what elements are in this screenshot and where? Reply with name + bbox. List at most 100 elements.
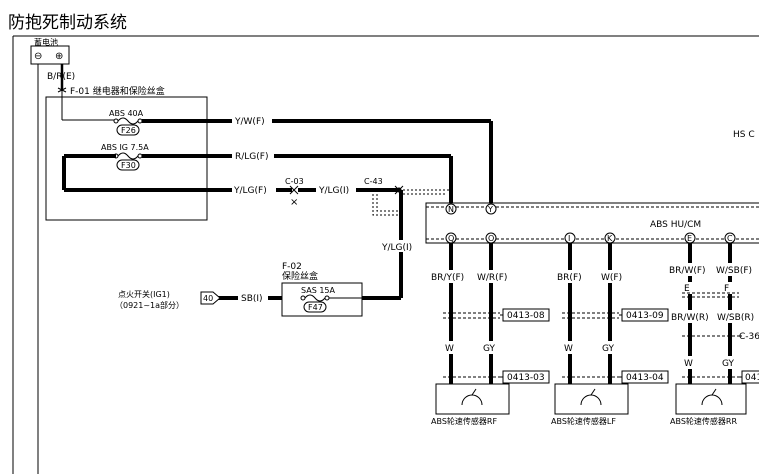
battery-plus-icon: ⊕ [55, 51, 63, 62]
pin-k-label: K [607, 234, 613, 243]
ref-box-0413-09 [621, 308, 669, 322]
wire-label-w: W [564, 344, 573, 354]
ignition-sublabel: （0921~1a部分） [115, 300, 184, 310]
shielded-wire [376, 194, 398, 212]
fuse-terminal [137, 153, 143, 159]
sensor-rf-icon [471, 388, 477, 396]
fusebox1 [45, 96, 208, 221]
wire-label-bg [682, 282, 696, 294]
fuse-f26-icon [117, 117, 139, 125]
wire-label-br-w-r: BR/W(R) [671, 313, 709, 323]
ignition-pin: 40 [203, 294, 213, 303]
wire-label-br-y-f: BR/Y(F) [431, 273, 464, 283]
wire-label-bg [668, 263, 713, 276]
wire-label-w: W [684, 359, 693, 369]
fuse-f30-label: ABS IG 7.5A [101, 143, 149, 152]
fuse-terminal [113, 118, 119, 124]
wire-label-w-r-f: W/R(F) [477, 273, 507, 283]
sensor-rf: ABS轮速传感器RF [431, 383, 510, 426]
fuse-f26-label: ABS 40A [109, 109, 144, 118]
wire-label-w-sb-f: W/SB(F) [716, 266, 752, 276]
shielded-wire [372, 190, 402, 216]
sensor-rr-icon [711, 388, 717, 396]
wire-label-w-f: W(F) [601, 273, 622, 283]
battery-minus-icon: ⊖ [34, 51, 42, 62]
pin-c-label: C [727, 234, 733, 243]
wire-label-r-lg-f: R/LG(F) [235, 152, 268, 162]
pin-y [485, 203, 497, 215]
wire-label-w-sb-r: W/SB(R) [717, 313, 754, 323]
shielding-lines [443, 292, 739, 378]
wire-label-gy: GY [602, 344, 615, 354]
wire-label-bg [232, 184, 276, 196]
page-title: 防抱死制动系统 [8, 13, 127, 33]
wire-label-bg [721, 356, 739, 369]
wire-label-bg [232, 150, 274, 162]
fuse-f30-id: F30 [121, 161, 136, 170]
wire-label-f: F [724, 284, 729, 294]
battery-box [30, 45, 70, 65]
wire-label-bg [238, 292, 268, 304]
wire-label-y-lg-i: Y/LG(I) [318, 186, 349, 196]
wire-label-e: E [684, 284, 690, 294]
fuse-f47-label: SAS 15A [301, 286, 336, 295]
battery-label: 蓄电池 [34, 37, 58, 47]
ref-box-0413-03 [502, 370, 550, 384]
fusebox2-title: 保险丝盒 [282, 270, 318, 282]
fuse-f47-tag [303, 301, 327, 313]
wire-label-bg [556, 270, 586, 283]
fuse-f30-icon [117, 152, 139, 160]
wire-label-bg [600, 270, 626, 283]
wire-label-bg [683, 356, 697, 369]
fuse-terminal [137, 118, 143, 124]
connector-c03-mark: × [290, 197, 298, 208]
fusebox2-id: F-02 [282, 262, 302, 272]
wire-label-bg [670, 310, 715, 323]
ignition-pin-arrow [200, 291, 221, 305]
sensor-lf-label: ABS轮速传感器LF [551, 416, 616, 426]
wire-label-bg [714, 263, 759, 276]
wire-label-bg [482, 341, 500, 354]
sensor-rr-box [675, 383, 747, 415]
wire-label-bg [563, 341, 577, 354]
fuse-f47-id: F47 [308, 303, 323, 312]
wire-label-br-r-e: B/R(E) [47, 72, 75, 82]
wire-label-y-lg-f: Y/LG(F) [233, 186, 267, 196]
abs-module [425, 202, 759, 244]
ref-0413-04: 0413-04 [626, 373, 664, 383]
sensor-lf-box [554, 383, 629, 415]
wire-label-bg [444, 341, 458, 354]
fuse-f26-tag [116, 124, 140, 136]
pin-n [445, 203, 457, 215]
wire-label-bg [716, 310, 759, 323]
wire-label-br-f: BR(F) [557, 273, 582, 283]
pin-y-label: Y [487, 205, 493, 214]
wire-label-bg [601, 341, 619, 354]
wire-label-gy: GY [722, 359, 735, 369]
fuse-terminal [300, 295, 306, 301]
connector-c03-label: C-03 [285, 177, 304, 186]
sensor-rr: ABS轮速传感器RR [670, 383, 747, 426]
fuse-f47-icon [304, 294, 326, 302]
fuse-f26-id: F26 [121, 126, 136, 135]
wire-label-y-w-f: Y/W(F) [234, 117, 265, 127]
fuse-f30-tag [116, 159, 140, 171]
ref-box-0413-04 [621, 370, 669, 384]
sensor-rr-label: ABS轮速传感器RR [670, 416, 737, 426]
sensor-lf: ABS轮速传感器LF [551, 383, 629, 426]
wire-label-bg [722, 282, 736, 294]
hs-can-label: HS C [733, 130, 755, 140]
ref-0413-09: 0413-09 [626, 311, 664, 321]
sensor-lf-icon [590, 388, 596, 396]
ref-0413-03: 0413-03 [507, 373, 545, 383]
ref-0413-08: 0413-08 [507, 311, 545, 321]
ref-box-041 [741, 370, 759, 384]
wire-label-y-lg-i-v: Y/LG(I) [381, 243, 412, 253]
abs-module-name: ABS HU/CM [650, 220, 701, 230]
wire-label-bgs [430, 263, 759, 369]
sensor-rf-label: ABS轮速传感器RF [431, 416, 497, 426]
wire-label-gy: GY [483, 344, 496, 354]
sensor-rf-box [435, 383, 510, 415]
connector-c36-label: C-36 [739, 332, 759, 342]
